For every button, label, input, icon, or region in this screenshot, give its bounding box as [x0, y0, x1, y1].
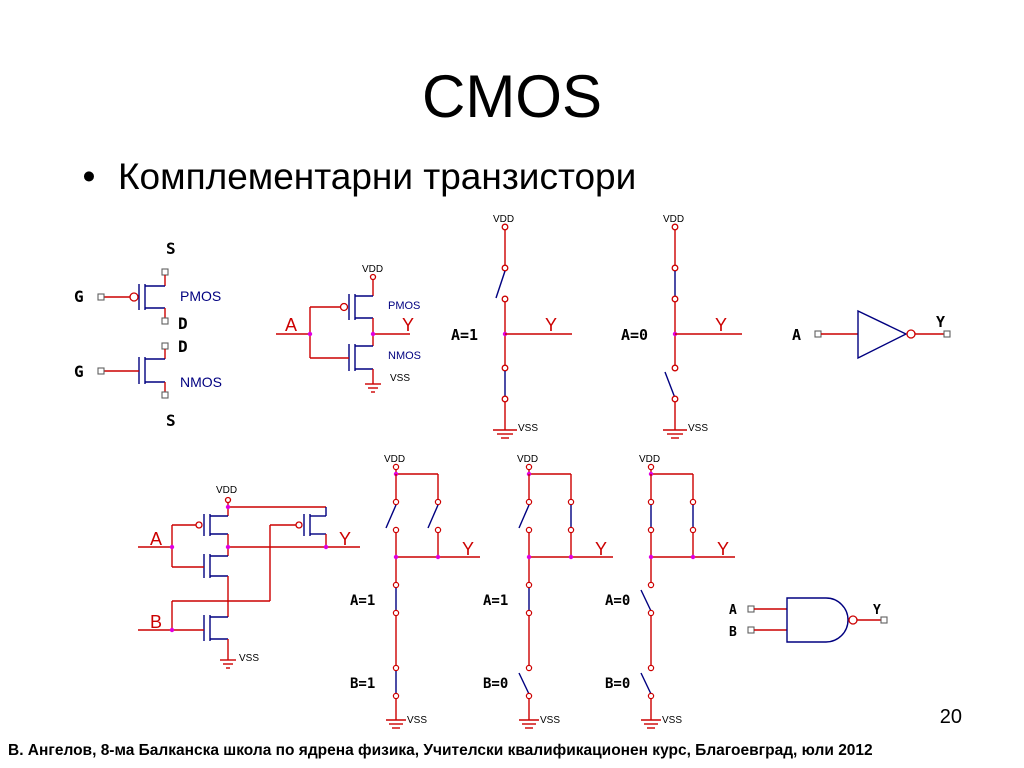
inv-a0-output-label: Y — [715, 315, 727, 335]
pmos-gate-label: G — [74, 287, 84, 306]
inverter-vdd-label: VDD — [362, 264, 383, 275]
b-label: B=0 — [483, 676, 508, 692]
inv-a1-vdd-label: VDD — [493, 214, 514, 225]
inv-a0-input-label: A=0 — [621, 326, 648, 344]
nand-input-a-label: A — [150, 529, 162, 549]
pmos-drain-label: D — [178, 314, 188, 333]
vss-label: VSS — [540, 715, 560, 726]
b-label: B=0 — [605, 676, 630, 692]
pmos-label: PMOS — [180, 288, 221, 304]
vdd-label: VDD — [517, 454, 538, 465]
a-label: A=0 — [605, 593, 630, 609]
a-label: A=1 — [483, 593, 508, 609]
inv-a1-vss-label: VSS — [518, 423, 538, 434]
nand-sym-input-a-label: A — [729, 603, 737, 618]
nmos-drain-label: D — [178, 337, 188, 356]
inverter-switch-a0: VDD Y A=0 VSS — [621, 214, 742, 439]
nand-input-b-label: B — [150, 612, 162, 632]
nand-sym-input-b-label: B — [729, 625, 737, 640]
nand-output-label: Y — [339, 529, 351, 549]
pmos-gate-pin — [97, 293, 105, 301]
inv-a1-output-label: Y — [545, 315, 557, 335]
inverter-nmos-label: NMOS — [388, 350, 421, 362]
inverter-pmos-label: PMOS — [388, 300, 420, 312]
nmos-gate-label: G — [74, 362, 84, 381]
vdd-label: VDD — [639, 454, 660, 465]
inv-a1-input-label: A=1 — [451, 326, 478, 344]
pmos-gate-bubble — [129, 292, 139, 302]
nand-schematic: VDD Y A — [138, 485, 360, 669]
not-gate-triangle — [857, 309, 908, 360]
nmos-drain-pin — [161, 342, 169, 350]
vdd-label: VDD — [384, 454, 405, 465]
device-symbols: S G PMOS D D G NMOS S — [74, 239, 222, 430]
b-label: B=1 — [350, 676, 375, 692]
inv-a0-vdd-label: VDD — [663, 214, 684, 225]
bullet-dot-icon: • — [82, 156, 96, 197]
page-number: 20 — [939, 706, 962, 728]
nmos-a-switch — [640, 589, 652, 612]
output-label: Y — [462, 539, 474, 559]
pmos-a-switch — [518, 504, 530, 529]
inverter-output-label: Y — [402, 315, 414, 335]
pmos-source-pin — [161, 268, 169, 276]
inverter-vss-label: VSS — [390, 373, 410, 384]
inv-a0-vss-label: VSS — [688, 423, 708, 434]
nand-vdd-label: VDD — [216, 485, 237, 496]
nand-vss-label: VSS — [239, 653, 259, 664]
pmos-drain-pin — [161, 317, 169, 325]
nmos-b-switch — [518, 672, 530, 695]
inv-a0-nmos-switch — [664, 371, 676, 399]
a-label: A=1 — [350, 593, 375, 609]
not-gate-symbol: A Y — [792, 309, 951, 360]
nmos-source-label: S — [166, 411, 176, 430]
inverter-input-label: A — [285, 315, 297, 335]
inverter-schematic: VDD PMOS A Y NMOS VSS — [276, 264, 421, 393]
pmos-b-switch — [427, 504, 439, 529]
slide-title: CMOS — [422, 63, 602, 130]
bullet-item: • Комплементарни транзистори — [82, 156, 637, 198]
nmos-label: NMOS — [180, 374, 222, 390]
nand-gate-body — [786, 597, 849, 643]
pmos-source-label: S — [166, 239, 176, 258]
vss-label: VSS — [662, 715, 682, 726]
nmos-gate-pin — [97, 367, 105, 375]
output-label: Y — [717, 539, 729, 559]
output-label: Y — [595, 539, 607, 559]
nand-sym-output-label: Y — [873, 603, 881, 618]
not-input-label: A — [792, 326, 801, 344]
inverter-switch-a1: VDD Y A=1 VSS — [451, 214, 572, 439]
inv-a1-pmos-switch — [495, 270, 506, 299]
nmos-source-pin — [161, 391, 169, 399]
nand-gate-symbol: A B Y — [729, 597, 888, 643]
footer-credit: В. Ангелов, 8-ма Балканска школа по ядре… — [8, 742, 873, 759]
not-output-label: Y — [936, 313, 945, 331]
bullet-text: Комплементарни транзистори — [118, 156, 637, 197]
pmos-a-switch — [385, 504, 397, 529]
nmos-b-switch — [640, 672, 652, 695]
vss-label: VSS — [407, 715, 427, 726]
